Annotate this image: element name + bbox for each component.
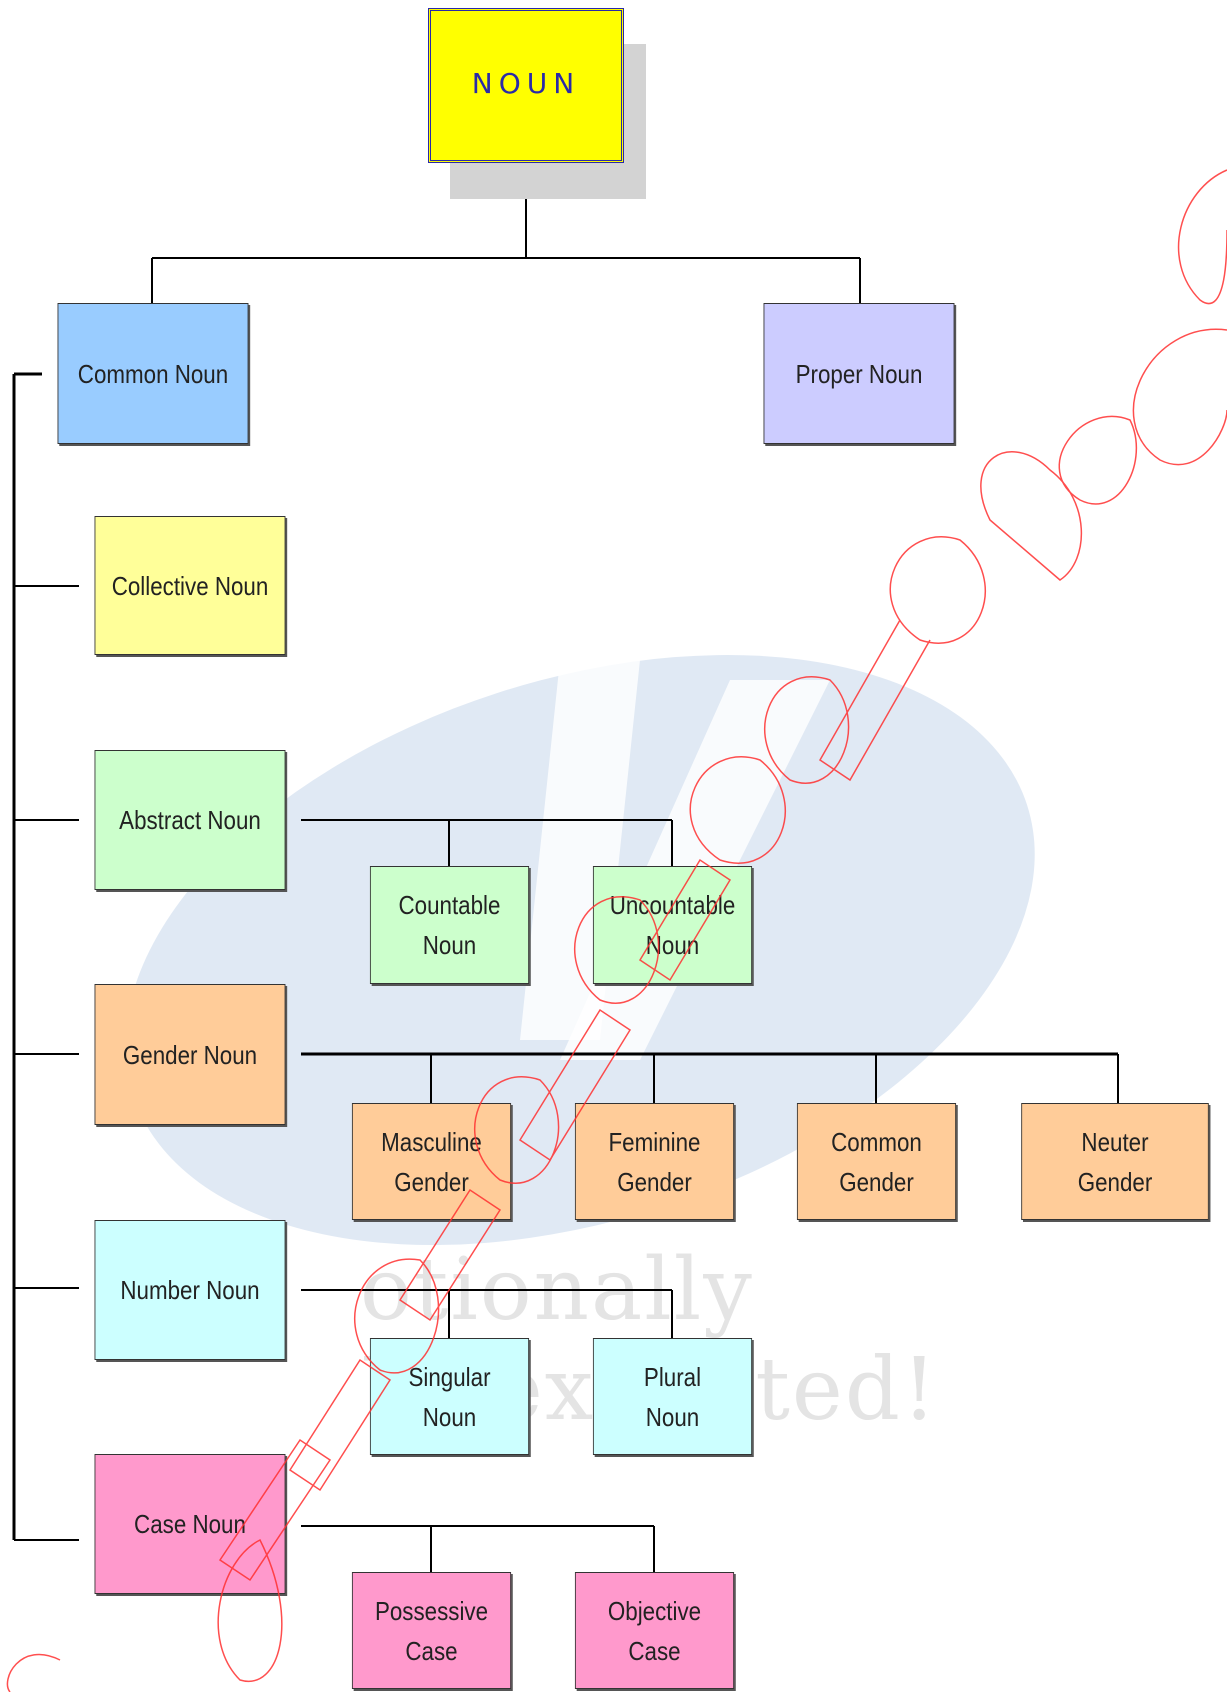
node-objective-case: Objective Case <box>574 1572 735 1689</box>
node-label: Objective Case <box>607 1595 702 1666</box>
node-label: Proper Noun <box>795 358 923 389</box>
node-label: Common Gender <box>831 1126 922 1197</box>
node-common-gender: Common Gender <box>796 1103 957 1220</box>
node-label: Number Noun <box>120 1275 260 1305</box>
node-label: Neuter Gender <box>1077 1126 1153 1197</box>
node-plural-noun: Plural Noun <box>592 1338 753 1455</box>
node-abstract-noun: Abstract Noun <box>94 750 286 890</box>
node-label: Common Noun <box>77 358 229 389</box>
root-node-noun: NOUN <box>428 8 624 163</box>
node-singular-noun: Singular Noun <box>369 1338 530 1455</box>
node-gender-noun: Gender Noun <box>94 984 286 1125</box>
node-label: Countable Noun <box>398 890 501 960</box>
node-label: Case Noun <box>134 1509 246 1539</box>
node-neuter-gender: Neuter Gender <box>1021 1103 1209 1220</box>
node-proper-noun: Proper Noun <box>763 303 955 444</box>
node-common-noun: Common Noun <box>57 303 249 444</box>
node-label: Collective Noun <box>111 570 269 601</box>
node-label: Feminine Gender <box>608 1126 701 1197</box>
node-collective-noun: Collective Noun <box>94 516 286 655</box>
node-possessive-case: Possessive Case <box>351 1572 512 1689</box>
node-label: Plural Noun <box>643 1361 702 1432</box>
node-number-noun: Number Noun <box>94 1220 286 1360</box>
node-case-noun: Case Noun <box>94 1454 286 1594</box>
node-masculine-gender: Masculine Gender <box>351 1103 512 1220</box>
node-label: Gender Noun <box>122 1039 258 1070</box>
node-label: Possessive Case <box>374 1595 489 1666</box>
node-countable-noun: Countable Noun <box>369 866 530 984</box>
node-label: Singular Noun <box>408 1361 491 1432</box>
node-label: Abstract Noun <box>119 805 261 835</box>
node-feminine-gender: Feminine Gender <box>574 1103 735 1220</box>
node-label: Masculine Gender <box>381 1126 482 1197</box>
root-label: NOUN <box>471 67 581 100</box>
